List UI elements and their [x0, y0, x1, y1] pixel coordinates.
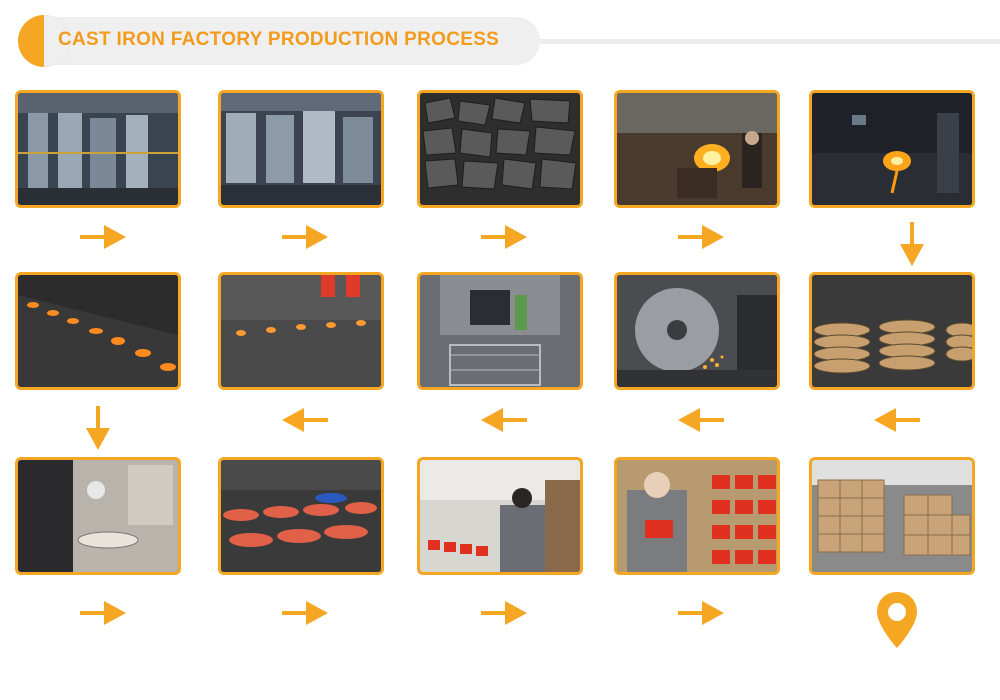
boxed-products-photo — [812, 460, 972, 572]
step-tile-2 — [218, 90, 384, 208]
stacked-pots-photo — [812, 275, 972, 387]
step-tile-4 — [614, 90, 780, 208]
enamel-lids-photo — [221, 460, 381, 572]
enamel-spraying-photo — [18, 460, 178, 572]
arrow-icon — [282, 225, 330, 249]
step-tile-7 — [218, 272, 384, 390]
furnace-photo — [617, 93, 777, 205]
arrow-down-icon — [86, 406, 110, 452]
arrow-left-icon — [872, 408, 920, 432]
arrow-icon — [80, 225, 128, 249]
casting-molds-photo — [18, 275, 178, 387]
page-title: CAST IRON FACTORY PRODUCTION PROCESS — [58, 29, 500, 50]
arrow-down-icon — [900, 222, 924, 268]
header-divider — [520, 39, 1000, 44]
quality-inspection-photo — [617, 460, 777, 572]
step-tile-3 — [417, 90, 583, 208]
packing-workers-photo — [420, 460, 580, 572]
cooling-line-photo — [221, 275, 381, 387]
molding-line-photo — [221, 93, 381, 205]
step-tile-10 — [809, 272, 975, 390]
arrow-left-icon — [676, 408, 724, 432]
step-tile-9 — [614, 272, 780, 390]
grinding-photo — [617, 275, 777, 387]
step-tile-12 — [218, 457, 384, 575]
arrow-icon — [678, 225, 726, 249]
arrow-left-icon — [479, 408, 527, 432]
location-pin-icon — [874, 590, 920, 652]
pouring-photo — [812, 93, 972, 205]
arrow-icon — [80, 601, 128, 625]
arrow-left-icon — [280, 408, 328, 432]
step-tile-14 — [614, 457, 780, 575]
header-accent-circle — [18, 15, 70, 67]
arrow-icon — [481, 601, 529, 625]
arrow-icon — [678, 601, 726, 625]
raw-iron-photo — [420, 93, 580, 205]
step-tile-8 — [417, 272, 583, 390]
step-tile-6 — [15, 272, 181, 390]
step-tile-15 — [809, 457, 975, 575]
step-tile-13 — [417, 457, 583, 575]
step-tile-11 — [15, 457, 181, 575]
arrow-icon — [282, 601, 330, 625]
header-banner — [50, 17, 540, 65]
arrow-icon — [481, 225, 529, 249]
shot-blasting-photo — [420, 275, 580, 387]
factory-photo — [18, 93, 178, 205]
step-tile-5 — [809, 90, 975, 208]
step-tile-1 — [15, 90, 181, 208]
